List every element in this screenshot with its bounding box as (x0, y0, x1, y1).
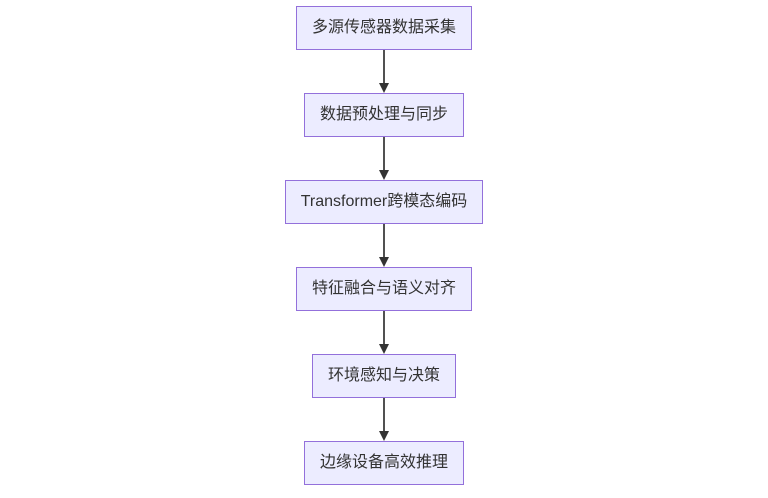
arrow-e-to-f (379, 398, 389, 441)
arrowhead-down-icon (379, 431, 389, 441)
node-label: 数据预处理与同步 (319, 106, 448, 123)
arrowhead-down-icon (379, 257, 389, 267)
arrow-line (383, 398, 385, 431)
arrow-c-to-d (379, 224, 389, 267)
node-label: 边缘设备高效推理 (319, 454, 448, 471)
node-edge-device-efficient-inference: 边缘设备高效推理 (303, 441, 464, 485)
node-data-preprocessing-sync: 数据预处理与同步 (303, 93, 464, 137)
arrowhead-down-icon (379, 83, 389, 93)
node-label: 环境感知与决策 (327, 367, 440, 384)
node-label: 多源传感器数据采集 (311, 19, 456, 36)
node-feature-fusion-semantic-alignment: 特征融合与语义对齐 (295, 267, 472, 311)
node-transformer-cross-modal-encoding: Transformer跨模态编码 (284, 180, 484, 224)
node-label: 特征融合与语义对齐 (311, 280, 456, 297)
arrow-line (383, 224, 385, 257)
arrowhead-down-icon (379, 344, 389, 354)
arrow-line (383, 50, 385, 83)
arrow-line (383, 137, 385, 170)
arrow-a-to-b (379, 50, 389, 93)
node-environment-perception-decision: 环境感知与决策 (311, 354, 456, 398)
arrow-line (383, 311, 385, 344)
node-label: Transformer跨模态编码 (300, 193, 468, 210)
arrow-b-to-c (379, 137, 389, 180)
arrowhead-down-icon (379, 170, 389, 180)
arrow-d-to-e (379, 311, 389, 354)
node-multi-sensor-data-collection: 多源传感器数据采集 (295, 6, 472, 50)
